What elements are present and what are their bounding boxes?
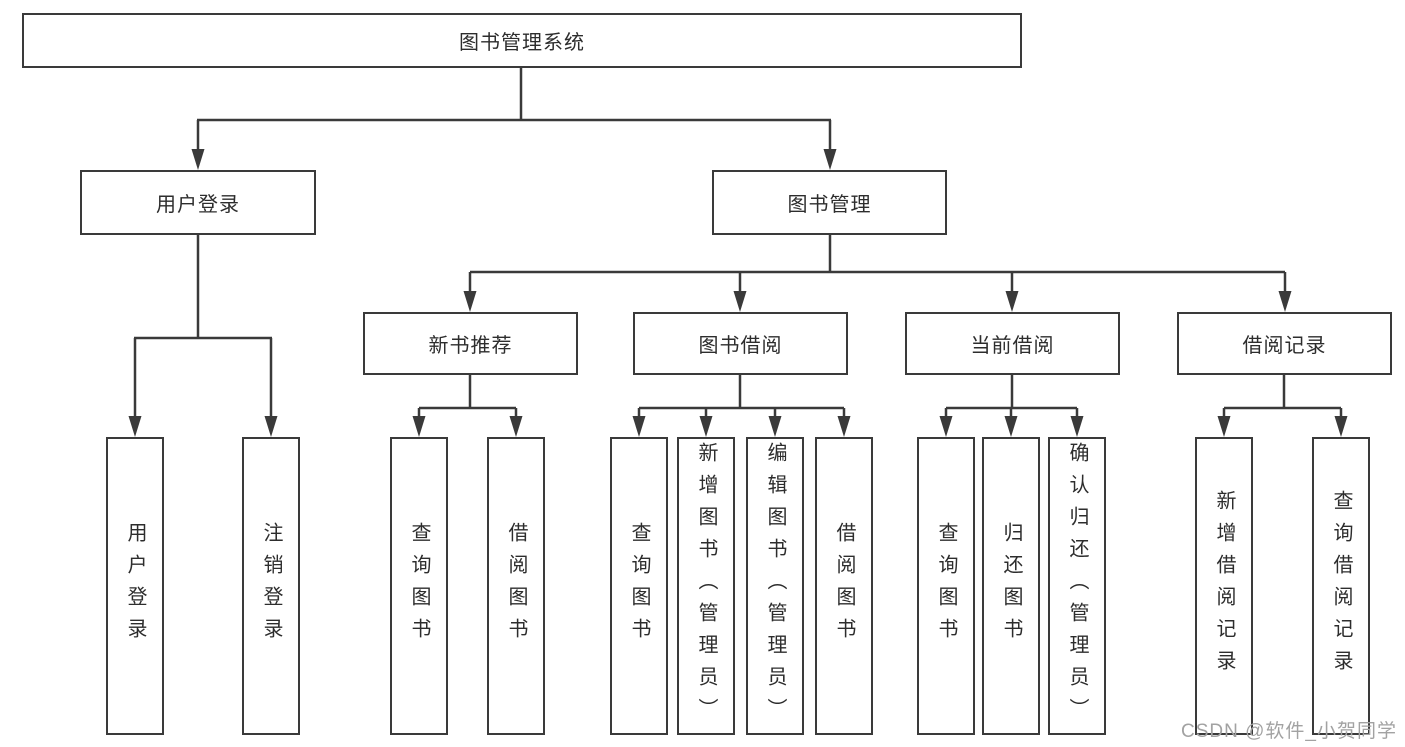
- leaf-newbook-borrow-book: 借阅图书: [487, 437, 545, 735]
- leaf-current-query-book: 查询图书: [917, 437, 975, 735]
- node-book-management: 图书管理: [712, 170, 947, 235]
- node-current-borrow: 当前借阅: [905, 312, 1120, 375]
- node-new-book-recommend: 新书推荐: [363, 312, 578, 375]
- leaf-borrow-add-book-admin: 新增图书（管理员）: [677, 437, 735, 735]
- node-borrow-record: 借阅记录: [1177, 312, 1392, 375]
- node-book-borrow: 图书借阅: [633, 312, 848, 375]
- leaf-user-login: 用户登录: [106, 437, 164, 735]
- leaf-current-return-book: 归还图书: [982, 437, 1040, 735]
- node-user-login: 用户登录: [80, 170, 316, 235]
- watermark: CSDN @软件_小贺同学: [1181, 721, 1397, 742]
- leaf-logout-login: 注销登录: [242, 437, 300, 735]
- leaf-record-add-borrow-record: 新增借阅记录: [1195, 437, 1253, 735]
- node-library-management-system: 图书管理系统: [22, 13, 1022, 68]
- leaf-newbook-query-book: 查询图书: [390, 437, 448, 735]
- leaf-record-query-borrow-record: 查询借阅记录: [1312, 437, 1370, 735]
- leaf-borrow-borrow-book: 借阅图书: [815, 437, 873, 735]
- leaf-current-confirm-return-admin: 确认归还（管理员）: [1048, 437, 1106, 735]
- leaf-borrow-edit-book-admin: 编辑图书（管理员）: [746, 437, 804, 735]
- leaf-borrow-query-book: 查询图书: [610, 437, 668, 735]
